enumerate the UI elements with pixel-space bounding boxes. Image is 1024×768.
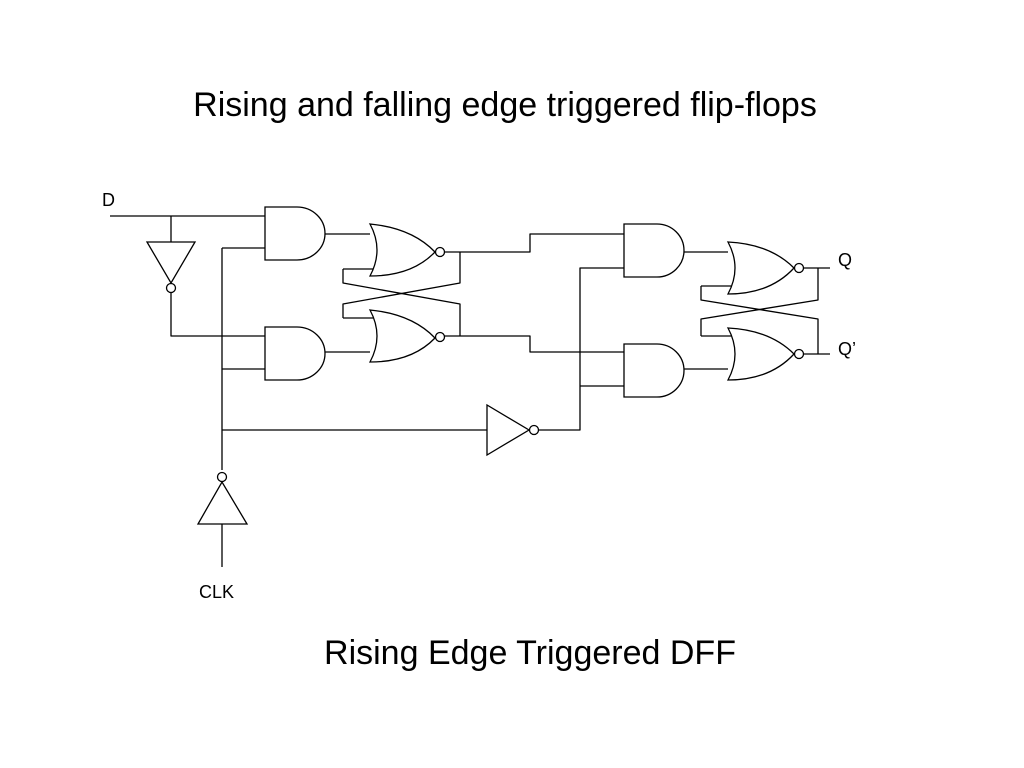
- diagram-caption: Rising Edge Triggered DFF: [324, 634, 736, 672]
- nor-gate-1-bubble: [434, 246, 446, 258]
- slave-clk-inverter-bubble: [528, 424, 540, 436]
- nor-gate-3: [726, 241, 795, 295]
- wire-inv-clk: [539, 267, 624, 431]
- label-q: Q: [838, 250, 852, 270]
- clk-inverter-bubble: [216, 471, 228, 483]
- wire-master-cross-b: [342, 252, 461, 318]
- nor-gate-2-bubble: [434, 331, 446, 343]
- nor-gate-2: [368, 309, 436, 363]
- d-inverter: [145, 241, 197, 285]
- and-gate-3: [623, 223, 685, 278]
- nor-gate-1: [368, 223, 436, 277]
- and-gate-2: [264, 326, 326, 381]
- nor-gate-4: [726, 327, 795, 381]
- slide-title: Rising and falling edge triggered flip-f…: [193, 86, 817, 124]
- gates: [145, 206, 805, 525]
- label-d: D: [102, 190, 115, 210]
- slave-clk-inverter: [486, 403, 531, 457]
- d-inverter-bubble: [165, 282, 177, 294]
- and-gate-4: [623, 343, 685, 398]
- label-clk: CLK: [199, 582, 234, 602]
- nor-gate-3-bubble: [793, 262, 805, 274]
- wire-slave-cross-b: [700, 268, 819, 336]
- label-q-bar: Q’: [838, 339, 856, 359]
- wire-master-qbar: [444, 335, 624, 353]
- wire-master-q: [444, 233, 624, 253]
- wires: [110, 215, 830, 567]
- and-gate-1: [264, 206, 326, 261]
- clk-inverter: [196, 480, 249, 525]
- nor-gate-4-bubble: [793, 348, 805, 360]
- wire-inverted-d: [170, 293, 265, 337]
